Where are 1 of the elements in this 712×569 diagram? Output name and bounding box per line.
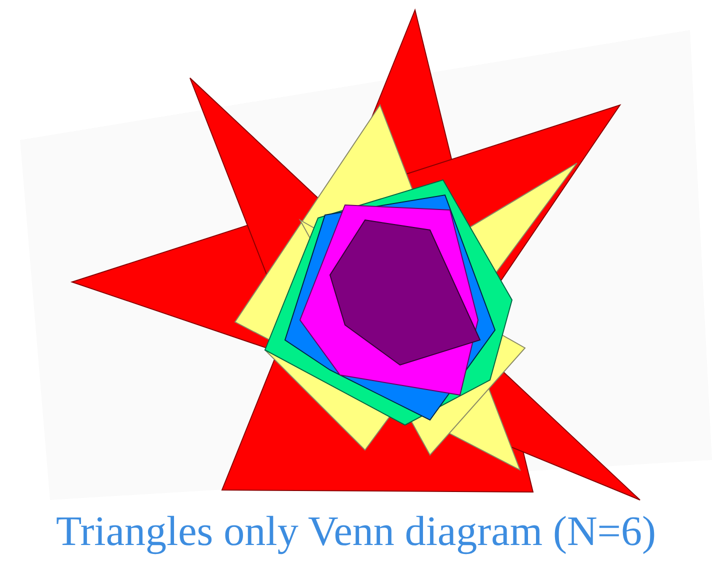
caption: Triangles only Venn diagram (N=6) (55, 508, 657, 556)
